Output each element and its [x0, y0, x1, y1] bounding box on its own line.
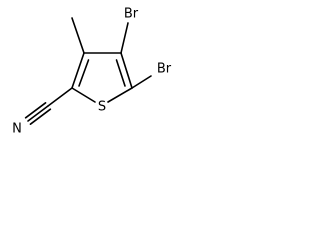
bond-c4-c5-inner: [115, 59, 126, 87]
bond-triple-1: [27, 105, 49, 122]
bond-s-c2: [71, 87, 96, 103]
bond-c2-c3: [71, 52, 85, 89]
atom-label-br-right: Br: [157, 62, 172, 77]
bond-c5-br: [131, 75, 152, 89]
bond-c5-s: [107, 87, 133, 103]
thiophene-ring: [71, 52, 133, 103]
structure-diagram: Br Br S N: [12, 7, 172, 137]
bond-methyl: [71, 17, 85, 54]
bond-triple-2: [24, 102, 47, 119]
bond-triple-3: [29, 108, 52, 125]
bond-c2-cn: [47, 87, 73, 107]
atom-label-sulfur: S: [98, 100, 106, 115]
bond-c4-c5: [120, 52, 133, 89]
substituent-bonds: [24, 17, 152, 125]
bond-c4-br: [120, 22, 129, 54]
atom-label-nitrogen: N: [12, 122, 22, 137]
bond-c2-c3-inner: [78, 59, 90, 87]
atom-label-br-top: Br: [124, 7, 139, 22]
